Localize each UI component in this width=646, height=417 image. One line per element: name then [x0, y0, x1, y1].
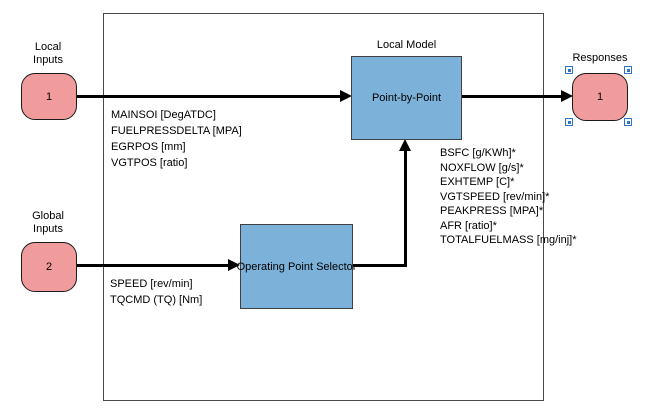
signal-label: MAINSOI [DegATDC] [111, 109, 216, 121]
local-inputs-port[interactable]: 1 [21, 73, 77, 120]
arrow-head-ops-input [228, 259, 240, 271]
signal-label: FUELPRESSDELTA [MPA] [111, 125, 242, 137]
wire-local-model-to-responses[interactable] [462, 95, 562, 98]
signal-label: EXHTEMP [C]* [440, 176, 515, 188]
arrow-head-local-model-bottom-input [399, 139, 411, 151]
responses-port[interactable]: 1 [572, 73, 628, 121]
wire-ops-out-vertical[interactable] [404, 150, 407, 267]
global-input-signal-labels: SPEED [rev/min] TQCMD (TQ) [Nm] [110, 276, 202, 308]
global-inputs-port-number: 2 [45, 261, 53, 273]
responses-label: Responses [572, 52, 628, 64]
wire-local-inputs-to-local-model[interactable] [77, 95, 341, 98]
local-inputs-port-number: 1 [45, 90, 53, 103]
wire-global-inputs-to-ops[interactable] [77, 264, 229, 267]
response-signal-labels: BSFC [g/KWh]* NOXFLOW [g/s]* EXHTEMP [C]… [440, 146, 577, 248]
arrow-head-responses-input [561, 90, 573, 102]
selection-handle-top-left[interactable] [565, 66, 573, 74]
signal-label: PEAKPRESS [MPA]* [440, 205, 544, 217]
arrow-head-local-model-input [340, 90, 352, 102]
selection-handle-top-right[interactable] [624, 66, 632, 74]
local-input-signal-labels: MAINSOI [DegATDC] FUELPRESSDELTA [MPA] E… [111, 107, 242, 171]
signal-label: SPEED [rev/min] [110, 278, 193, 290]
signal-label: VGTPOS [ratio] [111, 157, 188, 169]
model-boundary-box [103, 13, 544, 401]
responses-port-number: 1 [596, 91, 604, 103]
signal-label: AFR [ratio]* [440, 219, 497, 232]
signal-label: BSFC [g/KWh]* [440, 147, 516, 159]
selection-handle-bottom-right[interactable] [624, 118, 632, 126]
local-model-block-label: Point-by-Point [371, 92, 442, 104]
wire-ops-out-horizontal[interactable] [353, 264, 407, 267]
operating-point-selector-label: Operating Point Selector [236, 260, 357, 273]
signal-label: EGRPOS [mm] [111, 141, 186, 153]
signal-label: NOXFLOW [g/s]* [440, 161, 524, 174]
signal-label: VGTSPEED [rev/min]* [440, 190, 550, 203]
operating-point-selector-block[interactable]: Operating Point Selector [237, 224, 356, 309]
selection-handle-bottom-left[interactable] [565, 118, 573, 126]
local-model-title: Local Model [376, 39, 437, 51]
global-inputs-label: Global Inputs [32, 210, 64, 235]
signal-label: TQCMD (TQ) [Nm] [110, 294, 203, 306]
local-inputs-label: Local Inputs [33, 41, 63, 66]
global-inputs-port[interactable]: 2 [21, 242, 77, 292]
signal-label: TOTALFUELMASS [mg/inj]* [440, 234, 577, 246]
local-model-block[interactable]: Point-by-Point [351, 56, 462, 140]
